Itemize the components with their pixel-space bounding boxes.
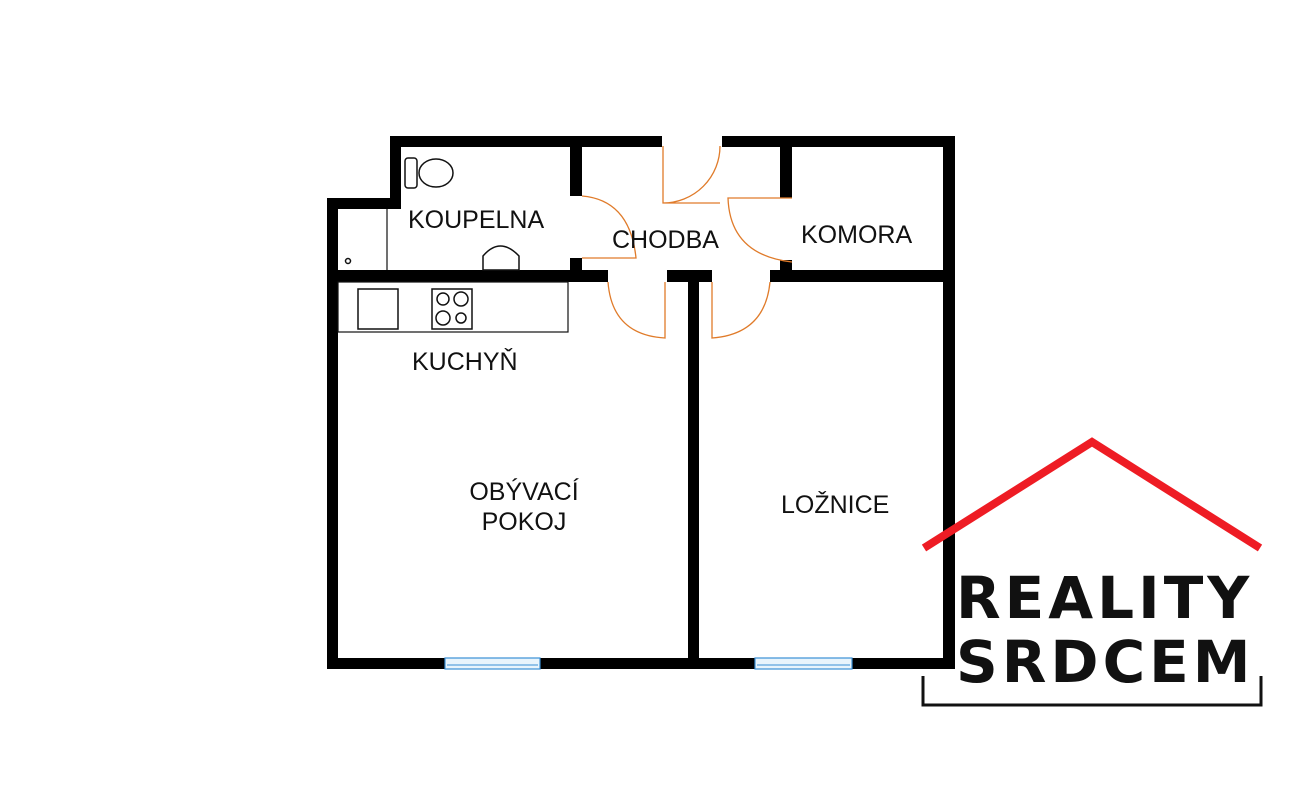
doors	[581, 145, 793, 339]
room-living-line1: OBÝVACÍ	[469, 477, 578, 506]
windows	[444, 657, 853, 670]
sink-icon	[482, 245, 520, 271]
room-living-line2: POKOJ	[482, 508, 567, 536]
logo-bracket	[921, 676, 1263, 707]
logo: REALITY SRDCEM	[921, 437, 1263, 707]
room-bedroom: LOŽNICE	[781, 490, 889, 519]
toilet-tank	[404, 157, 418, 189]
room-hallway: CHODBA	[612, 226, 719, 254]
logo-line1: REALITY	[956, 564, 1253, 632]
toilet-icon	[418, 158, 454, 188]
logo-line2: SRDCEM	[956, 628, 1254, 696]
room-storage: KOMORA	[801, 221, 912, 249]
sink-kitchen-icon	[357, 288, 399, 330]
fixtures	[337, 157, 569, 333]
logo-roof	[921, 437, 1263, 552]
room-labels: KOUPELNA CHODBA KOMORA KUCHYŇ OBÝVACÍ PO…	[408, 206, 912, 536]
room-kitchen: KUCHYŇ	[412, 347, 518, 376]
room-bathroom: KOUPELNA	[408, 206, 544, 234]
